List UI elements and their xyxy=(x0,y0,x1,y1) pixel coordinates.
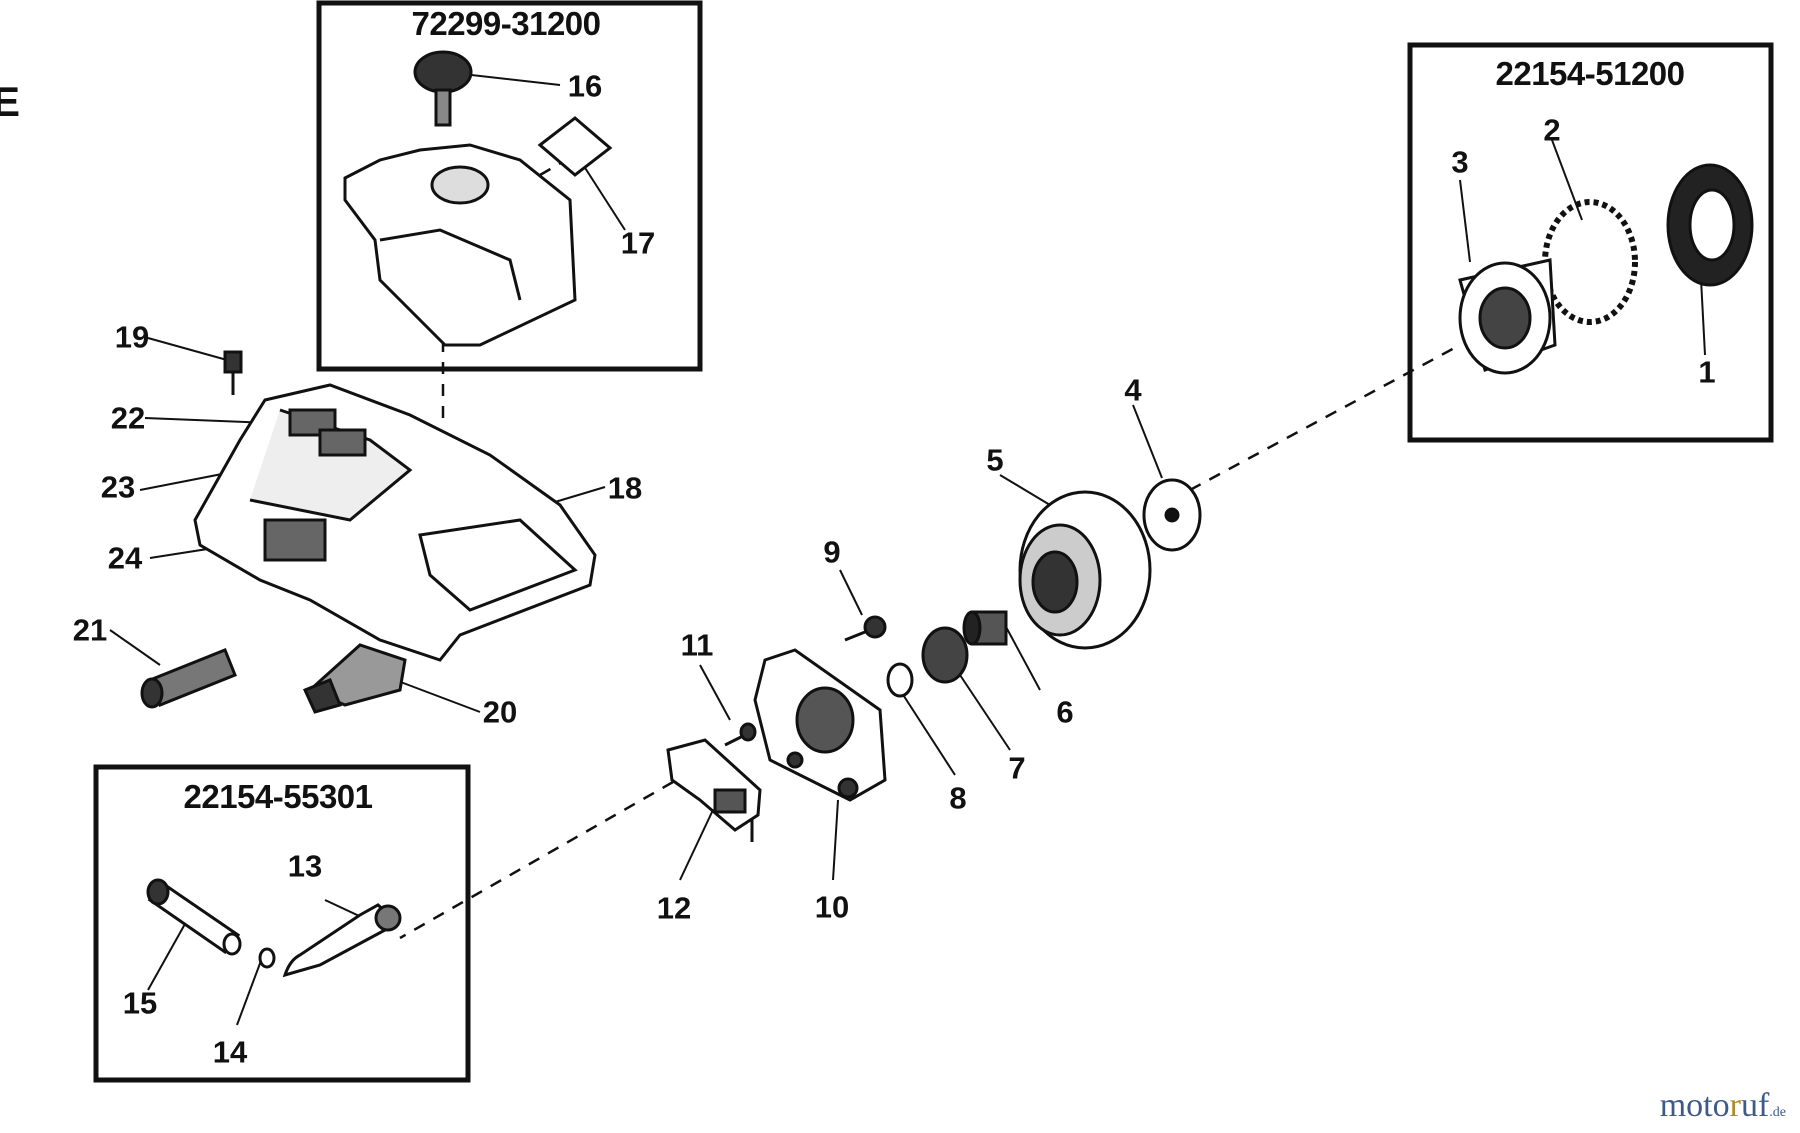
plate-part-10 xyxy=(753,648,887,802)
kit-code-oil-line: 22154-55301 xyxy=(183,778,373,815)
bolt-part-19 xyxy=(223,350,243,395)
part-20 xyxy=(302,643,407,714)
callout-8: 8 xyxy=(949,780,967,816)
callout-23: 23 xyxy=(100,469,136,505)
callout-1: 1 xyxy=(1698,354,1716,390)
callout-20: 20 xyxy=(482,694,518,730)
needle-bearing-part-6 xyxy=(962,610,1008,646)
kit-box-22154-55301 xyxy=(93,764,471,1083)
callout-14: 14 xyxy=(212,1034,248,1070)
margin-mark: E xyxy=(0,78,21,125)
callout-3: 3 xyxy=(1451,144,1469,180)
decal-part-17 xyxy=(537,116,613,177)
cylinder-cover-part-18 xyxy=(193,383,597,662)
callout-12: 12 xyxy=(656,890,692,926)
clutch-kit-parts xyxy=(1458,163,1754,375)
screw-part-11 xyxy=(724,722,757,747)
washer-part-8 xyxy=(886,662,914,698)
callout-7: 7 xyxy=(1008,750,1026,786)
callout-15: 15 xyxy=(122,985,158,1021)
oil-pump-part-12 xyxy=(666,738,762,842)
callout-6: 6 xyxy=(1056,694,1074,730)
callout-18: 18 xyxy=(607,470,643,506)
kit-code-clutch: 22154-51200 xyxy=(1495,55,1685,92)
callout-9: 9 xyxy=(823,534,841,570)
callout-16: 16 xyxy=(567,68,603,104)
callout-21: 21 xyxy=(72,612,108,648)
callout-17: 17 xyxy=(620,225,656,261)
oil-line-kit-parts xyxy=(146,878,402,978)
washer-part-4 xyxy=(1142,478,1202,552)
part-21 xyxy=(140,648,237,709)
callout-19: 19 xyxy=(114,319,150,355)
screw-part-9 xyxy=(844,615,887,642)
callout-22: 22 xyxy=(110,400,146,436)
top-cover-part xyxy=(343,143,577,347)
callout-2: 2 xyxy=(1543,112,1561,148)
kit-box-22154-51200 xyxy=(1407,42,1774,443)
watermark-logo: motoruf.de xyxy=(1659,1087,1786,1124)
nut-part-7 xyxy=(921,626,969,684)
kit-code-top: 72299-31200 xyxy=(411,5,601,42)
callout-10: 10 xyxy=(814,889,850,925)
fuel-cap-part xyxy=(413,50,473,127)
callout-13: 13 xyxy=(287,848,323,884)
callout-4: 4 xyxy=(1124,372,1142,408)
clutch-drum-part-5 xyxy=(1018,490,1152,650)
callout-11: 11 xyxy=(680,627,714,663)
callout-24: 24 xyxy=(107,540,143,576)
callout-5: 5 xyxy=(986,442,1004,478)
kit-box-72299-31200 xyxy=(316,0,703,372)
